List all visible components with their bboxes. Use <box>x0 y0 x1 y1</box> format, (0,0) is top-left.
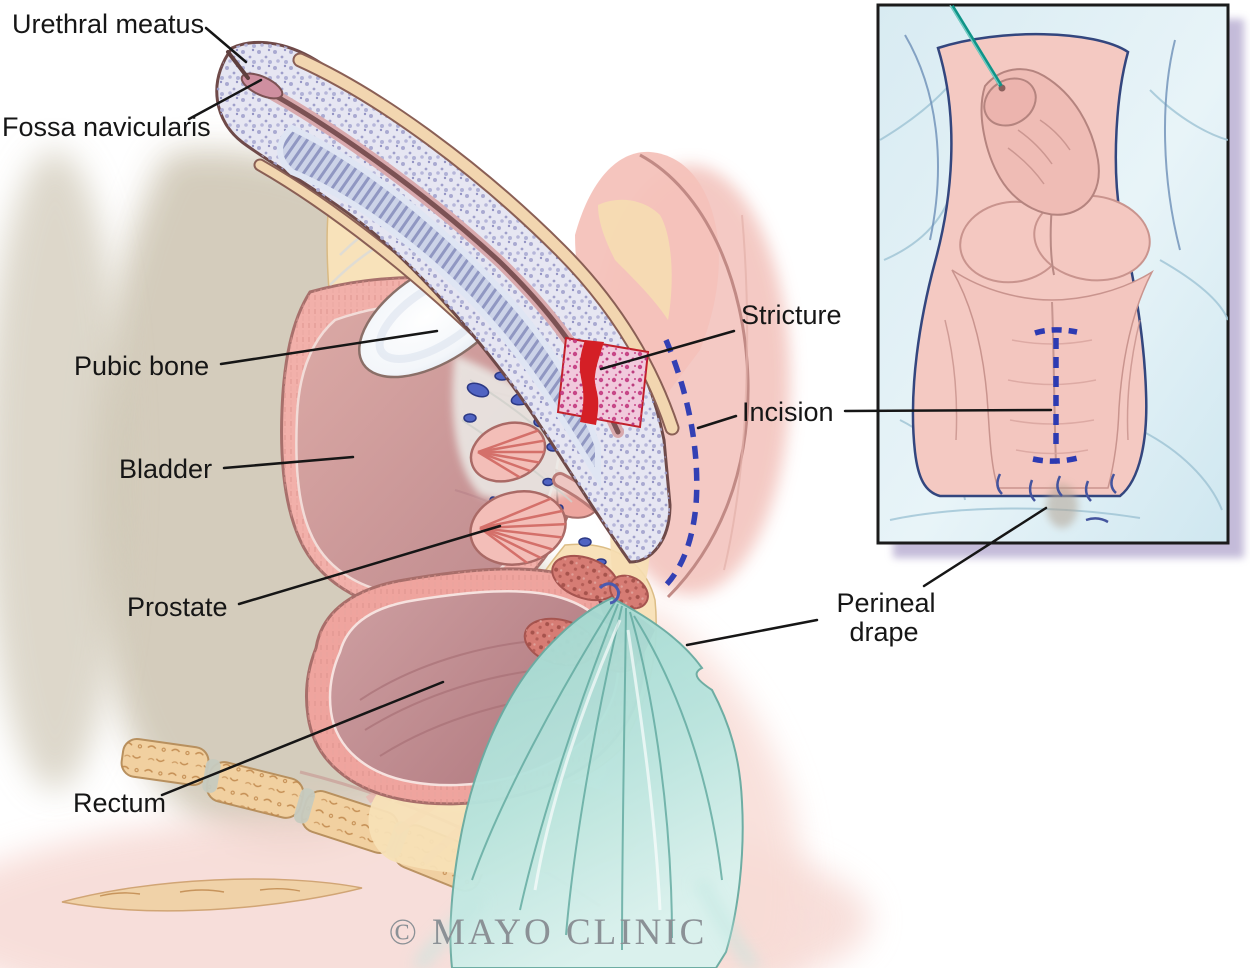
copyright-text: © MAYO CLINIC <box>389 912 708 953</box>
leader-pubic-bone <box>219 329 439 366</box>
buttock-outline <box>639 153 750 599</box>
label-fossa-navicularis: Fossa navicularis <box>2 112 211 142</box>
label-bladder: Bladder <box>119 454 212 484</box>
catheter-guidewire <box>950 5 1003 88</box>
inset-surgical-view <box>876 3 1244 558</box>
label-perineal-drape-line2: drape <box>849 617 918 647</box>
label-incision: Incision <box>742 397 834 427</box>
urethral-meatus-slit <box>226 50 250 80</box>
leader-bladder <box>222 455 355 470</box>
label-stricture: Stricture <box>741 300 842 330</box>
inset-penis <box>980 68 1100 216</box>
label-rectum: Rectum <box>73 788 166 818</box>
label-pubic-bone: Pubic bone <box>74 351 209 381</box>
inset-sutures <box>996 473 1117 524</box>
stricture-highlight <box>556 336 650 429</box>
leader-lines <box>160 26 1053 797</box>
stricture-narrowed-urethra <box>579 340 604 425</box>
label-perineal-drape-line1: Perineal <box>836 588 935 618</box>
coccyx-sliver <box>61 878 363 912</box>
incision-dashed-line <box>659 338 700 593</box>
inset-smudge <box>1046 484 1078 528</box>
inset-perineum <box>951 269 1154 489</box>
leader-incision-left <box>696 414 738 430</box>
label-urethral-meatus: Urethral meatus <box>12 9 204 39</box>
labels: Urethral meatus Fossa navicularis Pubic … <box>2 9 936 818</box>
corpus-cavernosum <box>277 124 601 489</box>
leader-prostate <box>237 524 502 606</box>
drape-clip-mark <box>598 582 620 605</box>
inset-scrotum <box>959 194 1151 284</box>
inset-incision-mark <box>1032 327 1079 464</box>
leader-fossa-navicularis <box>187 78 263 121</box>
leader-perineal-drape-inset <box>922 506 1048 588</box>
label-prostate: Prostate <box>127 592 228 622</box>
leader-rectum <box>160 680 445 797</box>
leader-incision-right <box>843 408 1053 413</box>
fossa-navicularis-pocket <box>240 72 284 100</box>
leader-perineal-drape-main <box>685 618 819 647</box>
leader-stricture <box>599 329 736 371</box>
leader-urethral-meatus <box>204 26 248 64</box>
perineal-drape-shape <box>413 582 759 968</box>
